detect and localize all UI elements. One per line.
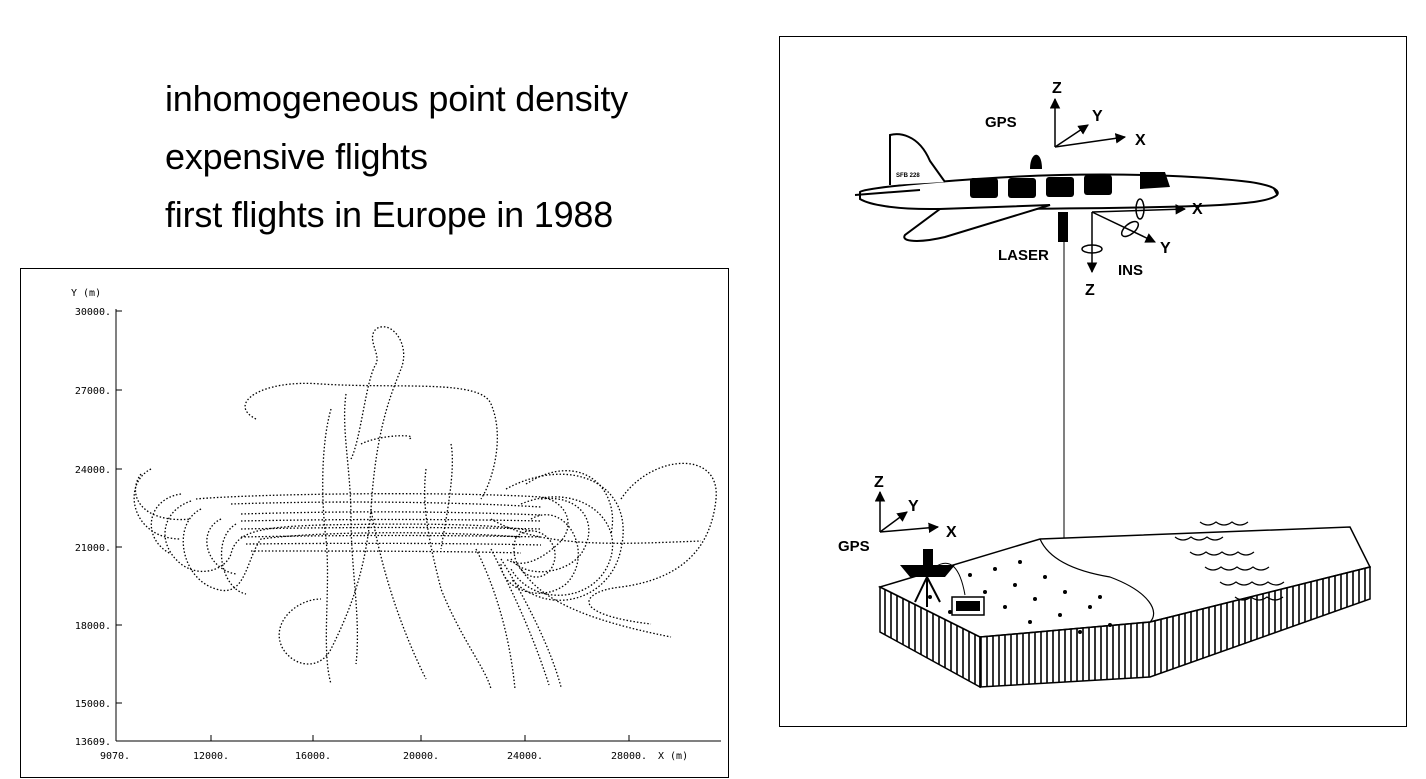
- aircraft-gps-axes: [1049, 97, 1127, 148]
- bullet-item: first flights in Europe in 1988: [165, 194, 614, 235]
- bullet-item: expensive flights: [165, 136, 428, 177]
- x-tick-label: 28000.: [611, 751, 647, 762]
- axis-label: Z: [1085, 282, 1095, 299]
- x-tick-label: 9070.: [100, 751, 130, 762]
- y-tick-label: 21000.: [75, 543, 111, 554]
- x-tick-label: 16000.: [295, 751, 331, 762]
- y-tick-label: 30000.: [75, 307, 111, 318]
- terrain-block-icon: [877, 521, 1372, 689]
- aircraft-icon: SFB 228: [854, 133, 1279, 242]
- flight-path-svg: Y (m) 30000. 27000. 24000. 21000. 18000.…: [71, 288, 721, 762]
- axis-label: Z: [1052, 80, 1062, 97]
- y-tick-label: 24000.: [75, 465, 111, 476]
- y-tick-label: 13609.: [75, 737, 111, 748]
- x-tick-label: 12000.: [193, 751, 229, 762]
- gps-ground-label: GPS: [838, 538, 870, 555]
- y-axis-label: Y (m): [71, 288, 101, 299]
- flight-path-plot: Y (m) 30000. 27000. 24000. 21000. 18000.…: [20, 268, 729, 778]
- axis-label: X: [1192, 201, 1203, 218]
- flight-tracks: [133, 326, 717, 690]
- axis-label: X: [1135, 132, 1146, 149]
- y-tick-label: 15000.: [75, 699, 111, 710]
- bullet-item: inhomogeneous point density: [165, 78, 628, 119]
- axis-label: X: [946, 524, 957, 541]
- bullet-list: inhomogeneous point density expensive fl…: [165, 70, 628, 244]
- x-tick-label: 20000.: [403, 751, 439, 762]
- y-tick-label: 27000.: [75, 386, 111, 397]
- ground-gps-station-icon: [900, 549, 985, 616]
- axis-label: Y: [908, 498, 919, 515]
- ins-axes: [1081, 198, 1187, 274]
- ins-label: INS: [1118, 262, 1143, 279]
- x-axis-label: X (m): [658, 751, 688, 762]
- plot-axes: [115, 309, 721, 742]
- laser-label: LASER: [998, 247, 1049, 264]
- x-tick-label: 24000.: [507, 751, 543, 762]
- gps-aircraft-label: GPS: [985, 114, 1017, 131]
- system-diagram-svg: SFB 228 Z Y X GPS: [838, 80, 1372, 689]
- axis-label: Y: [1160, 240, 1171, 257]
- system-diagram: SFB 228 Z Y X GPS: [779, 36, 1407, 727]
- aircraft-tail-text: SFB 228: [896, 173, 920, 179]
- ground-gps-axes: [874, 490, 940, 534]
- y-tick-label: 18000.: [75, 621, 111, 632]
- axis-label: Z: [874, 474, 884, 491]
- axis-label: Y: [1092, 108, 1103, 125]
